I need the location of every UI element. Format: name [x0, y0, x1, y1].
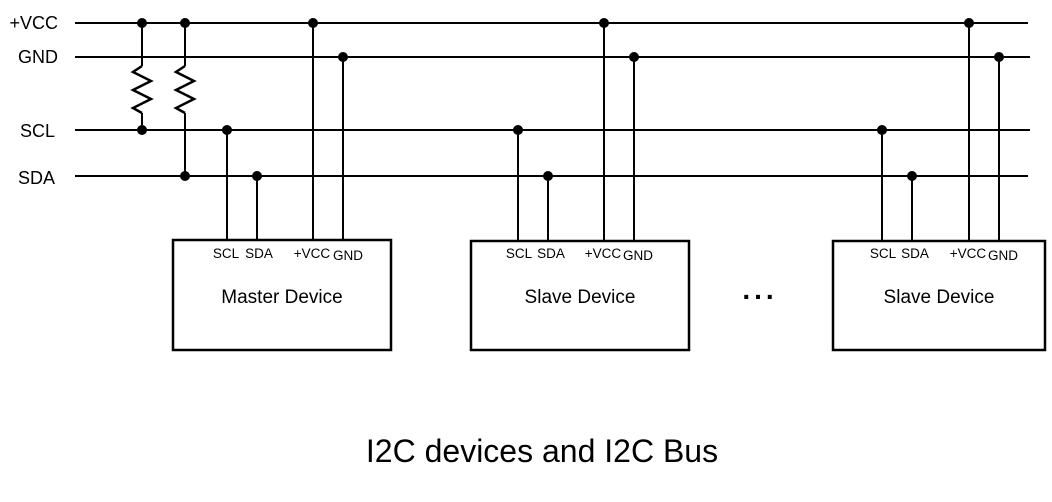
device-slave-1: SCL SDA +VCC GND Slave Device — [469, 23, 691, 352]
slave2-pin-sda: SDA — [901, 246, 929, 261]
junction-dot — [180, 18, 190, 28]
resistor-zigzag-icon — [173, 64, 197, 115]
junction-dots — [137, 18, 1004, 181]
junction-dot — [222, 125, 232, 135]
slave2-pin-vcc: +VCC — [950, 246, 987, 261]
slave1-pin-gnd: GND — [623, 248, 653, 263]
slave2-pin-scl: SCL — [870, 246, 897, 261]
junction-dot — [543, 171, 553, 181]
resistor-zigzag-icon — [130, 64, 154, 115]
junction-dot — [308, 18, 318, 28]
master-pin-vcc: +VCC — [294, 246, 331, 261]
device-slave-2: SCL SDA +VCC GND Slave Device — [831, 23, 1047, 352]
junction-dot — [137, 18, 147, 28]
vcc-bus-label: +VCC — [9, 13, 58, 33]
pullup-resistor-scl — [130, 23, 154, 130]
junction-dot — [599, 18, 609, 28]
junction-dot — [180, 171, 190, 181]
master-pin-sda: SDA — [245, 246, 273, 261]
bus-lines — [75, 22, 1030, 177]
diagram-title: I2C devices and I2C Bus — [366, 433, 718, 469]
slave2-device-name: Slave Device — [884, 287, 995, 308]
junction-dot — [994, 52, 1004, 62]
junction-dot — [513, 125, 523, 135]
junction-dot — [964, 18, 974, 28]
pullup-resistor-sda — [173, 23, 197, 176]
junction-dot — [877, 125, 887, 135]
slave2-device-box — [831, 239, 1047, 352]
junction-dot — [252, 171, 262, 181]
slave2-pin-gnd: GND — [988, 248, 1018, 263]
slave1-pin-vcc: +VCC — [585, 246, 622, 261]
gnd-bus-label: GND — [18, 47, 58, 67]
slave1-device-name: Slave Device — [525, 287, 636, 308]
scl-bus-label: SCL — [20, 121, 55, 141]
slave1-pin-scl: SCL — [506, 246, 533, 261]
more-devices-ellipsis: ... — [742, 274, 777, 305]
junction-dot — [629, 52, 639, 62]
master-device-name: Master Device — [221, 287, 342, 308]
junction-dot — [907, 171, 917, 181]
junction-dot — [137, 125, 147, 135]
slave1-device-box — [469, 239, 691, 352]
master-device-box — [171, 238, 393, 352]
master-pin-scl: SCL — [213, 246, 240, 261]
slave1-pin-sda: SDA — [537, 246, 565, 261]
junction-dot — [338, 52, 348, 62]
device-master: SCL SDA +VCC GND Master Device — [171, 23, 393, 352]
bus-labels: +VCC GND SCL SDA — [9, 13, 58, 188]
sda-bus-label: SDA — [18, 168, 55, 188]
master-pin-gnd: GND — [333, 248, 363, 263]
